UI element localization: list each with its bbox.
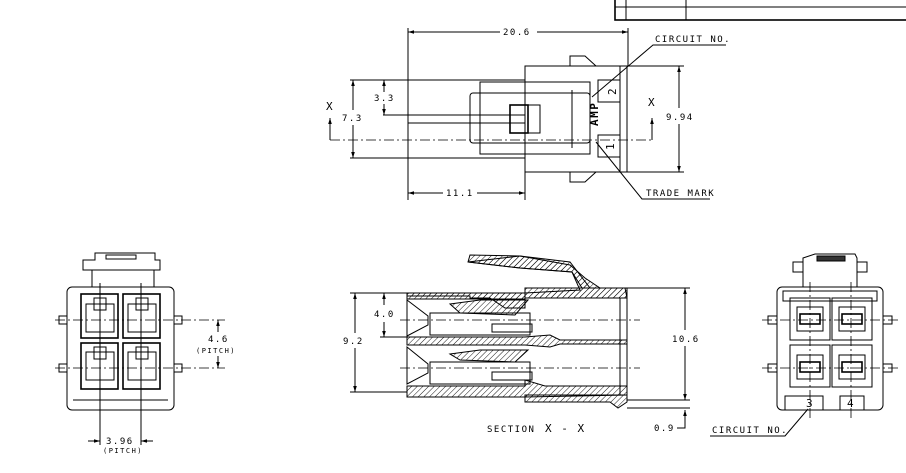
circuit-number-3: 3	[806, 397, 814, 410]
section-title: SECTION	[487, 425, 535, 435]
dim-horizontal-pitch: 3.96	[106, 437, 134, 447]
dim-horizontal-pitch-note: (PITCH)	[103, 447, 143, 455]
rear-cavities	[789, 297, 873, 388]
section-title-suffix: X - X	[545, 422, 586, 435]
dim-overall-length: 20.6	[503, 28, 531, 38]
dim-tube-span: 7.3	[342, 114, 363, 124]
top-view: 2 1 AMP X X 20.6 11.1 7.3 3.3	[326, 28, 731, 200]
circuit-number-2: 2	[606, 87, 619, 95]
section-view: 9.2 4.0 10.6 0.9 SECTION X - X	[343, 254, 700, 435]
rear-circuit-no-callout: CIRCUIT NO.	[712, 426, 788, 436]
dim-outer-height: 10.6	[672, 335, 700, 345]
trade-mark-callout: TRADE MARK	[646, 189, 715, 199]
dim-vertical-pitch-note: (PITCH)	[196, 347, 236, 355]
dim-inner-height: 9.2	[343, 337, 364, 347]
front-view: 4.6 (PITCH) 3.96 (PITCH)	[55, 252, 236, 455]
dim-cavity-height: 4.0	[374, 310, 395, 320]
dim-lip: 0.9	[654, 424, 675, 434]
dim-vertical-pitch: 4.6	[208, 335, 229, 345]
dim-body-height: 9.94	[666, 113, 694, 123]
rear-view: 3 4 CIRCUIT NO.	[710, 253, 898, 437]
dim-tube-length: 11.1	[446, 189, 474, 199]
circuit-no-callout: CIRCUIT NO.	[655, 35, 731, 45]
dim-tube-height: 3.3	[374, 94, 395, 104]
amp-logo: AMP	[588, 102, 601, 126]
section-mark-right: X	[648, 96, 656, 109]
section-mark-left: X	[326, 100, 334, 113]
circuit-number-4: 4	[847, 397, 855, 410]
circuit-number-1: 1	[604, 142, 617, 150]
title-block	[614, 0, 906, 21]
